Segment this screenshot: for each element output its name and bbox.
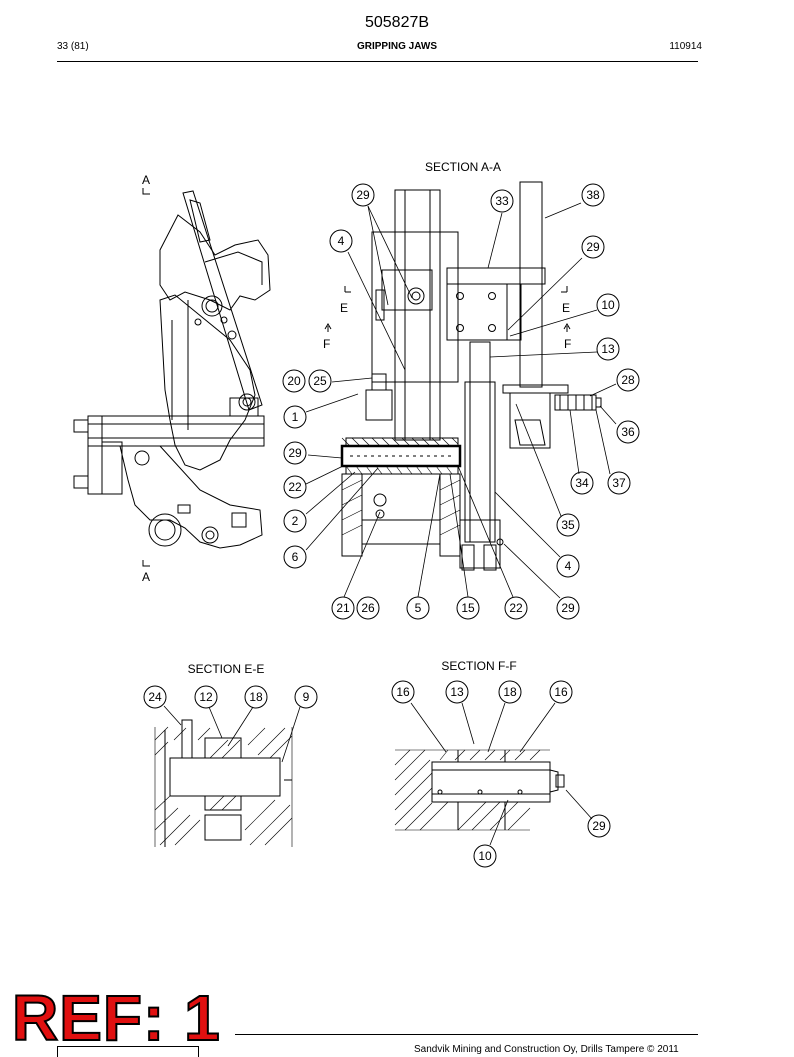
footer-rule bbox=[235, 1034, 698, 1035]
callout-number: 29 bbox=[356, 188, 370, 202]
header-rule bbox=[57, 61, 698, 62]
callout-number: 29 bbox=[288, 446, 302, 460]
page-number: 33 (81) bbox=[57, 41, 89, 52]
callout-number: 10 bbox=[478, 849, 492, 863]
callout-number: 22 bbox=[288, 480, 302, 494]
page-title: GRIPPING JAWS bbox=[356, 41, 437, 52]
section-marker-a-top: A bbox=[142, 173, 150, 187]
callout-number: 29 bbox=[561, 601, 575, 615]
document-number: 505827B bbox=[364, 14, 430, 31]
callout-number: 15 bbox=[461, 601, 475, 615]
callout-number: 29 bbox=[586, 240, 600, 254]
callout-number: 34 bbox=[575, 476, 589, 490]
callout-number: 6 bbox=[292, 550, 299, 564]
company-logo bbox=[57, 1046, 199, 1057]
callout-number: 16 bbox=[554, 685, 568, 699]
callout-number: 12 bbox=[199, 690, 213, 704]
callout-number: 9 bbox=[303, 690, 310, 704]
section-aa-title: SECTION A-A bbox=[425, 160, 501, 174]
callout-number: 24 bbox=[148, 690, 162, 704]
reference-stamp: REF: 1 bbox=[11, 982, 221, 1054]
callout-number: 25 bbox=[313, 374, 327, 388]
callout-bubbles bbox=[143, 183, 640, 868]
section-marker-e-right: E bbox=[562, 301, 570, 315]
callout-number: 1 bbox=[292, 410, 299, 424]
callout-number: 35 bbox=[561, 518, 575, 532]
section-marker-a-bottom: A bbox=[142, 570, 150, 584]
callout-number: 13 bbox=[450, 685, 464, 699]
callout-number: 33 bbox=[495, 194, 509, 208]
section-ee-view bbox=[154, 719, 293, 847]
callout-number: 26 bbox=[361, 601, 375, 615]
section-marker-e-left: E bbox=[340, 301, 348, 315]
callout-number: 18 bbox=[503, 685, 517, 699]
callout-number: 5 bbox=[415, 601, 422, 615]
footer-copyright: Sandvik Mining and Construction Oy, Dril… bbox=[414, 1044, 679, 1055]
callout-number: 36 bbox=[621, 425, 635, 439]
callout-number: 18 bbox=[249, 690, 263, 704]
section-ee-title: SECTION E-E bbox=[188, 662, 265, 676]
callout-number: 4 bbox=[338, 234, 345, 248]
callout-number: 10 bbox=[601, 298, 615, 312]
callout-number: 2 bbox=[292, 514, 299, 528]
callout-number: 38 bbox=[586, 188, 600, 202]
section-marker-f-right: F bbox=[564, 337, 571, 351]
callout-number: 13 bbox=[601, 342, 615, 356]
callout-number: 22 bbox=[509, 601, 523, 615]
callout-number: 21 bbox=[336, 601, 350, 615]
section-marker-f-left: F bbox=[323, 337, 330, 351]
date-code: 110914 bbox=[669, 41, 702, 52]
callout-number: 37 bbox=[612, 476, 626, 490]
callout-number: 29 bbox=[592, 819, 606, 833]
callout-number: 16 bbox=[396, 685, 410, 699]
section-ff-view bbox=[394, 749, 565, 831]
callout-number: 28 bbox=[621, 373, 635, 387]
assembly-side-view bbox=[73, 188, 271, 567]
section-aa-view bbox=[324, 181, 602, 571]
callout-number: 4 bbox=[565, 559, 572, 573]
section-ff-title: SECTION F-F bbox=[441, 659, 516, 673]
callout-number: 20 bbox=[287, 374, 301, 388]
